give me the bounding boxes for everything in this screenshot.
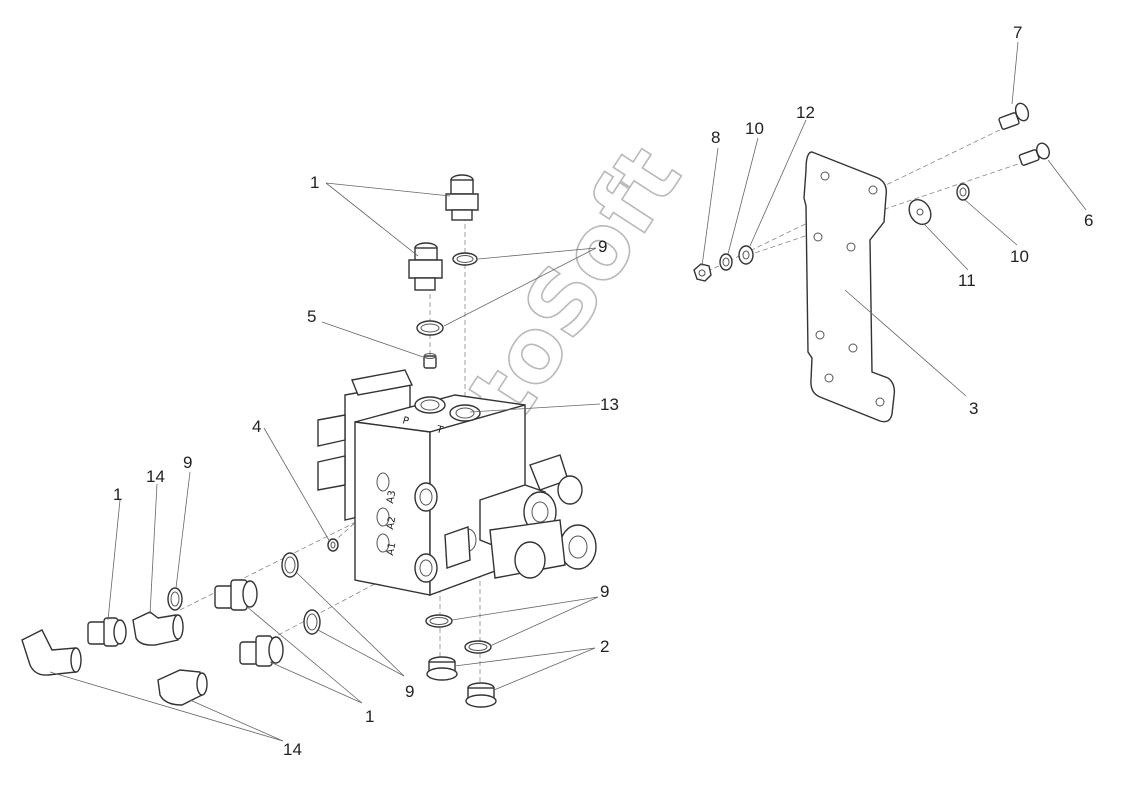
callout-5: 5 <box>307 307 316 326</box>
elbow-14-middle <box>132 611 184 646</box>
spring-washer-10-right <box>956 183 970 201</box>
callout-1-left: 1 <box>113 485 122 504</box>
hydraulic-valve-block: P T A1 A2 A3 <box>317 369 597 597</box>
callout-9-left: 9 <box>183 453 192 472</box>
port-label-p: P <box>401 415 410 427</box>
seal-ring-9-bottom <box>425 614 492 654</box>
callout-9-right: 9 <box>600 582 609 601</box>
port-label-a3: A3 <box>385 490 398 505</box>
check-valve-4 <box>327 538 339 552</box>
port-label-a1: A1 <box>385 542 398 557</box>
fitting-1-left <box>87 617 127 647</box>
mounting-bracket <box>803 151 896 423</box>
callout-1-top: 1 <box>310 173 319 192</box>
callout-10-right: 10 <box>1010 247 1029 266</box>
fitting-1-top-lower <box>408 242 443 291</box>
port-label-a2: A2 <box>385 516 398 531</box>
callout-8: 8 <box>711 128 720 147</box>
spool-assembly <box>444 454 597 579</box>
callout-12: 12 <box>796 103 815 122</box>
seal-ring-9-left <box>167 552 321 635</box>
bolt-6 <box>1018 142 1050 166</box>
fitting-1-middle <box>214 579 258 611</box>
callout-10-left: 10 <box>745 119 764 138</box>
callout-14-bottom: 14 <box>283 740 302 759</box>
callout-7: 7 <box>1013 23 1022 42</box>
callout-2: 2 <box>600 637 609 656</box>
nut-8 <box>693 263 712 282</box>
elbow-14-bottom <box>157 669 208 706</box>
callout-9-top: 9 <box>598 237 607 256</box>
fitting-1-bottom <box>239 635 284 667</box>
port-label-t: T <box>434 424 445 437</box>
callout-13: 13 <box>600 395 619 414</box>
bolt-7 <box>998 102 1030 130</box>
plug-2 <box>426 656 497 708</box>
washer-11 <box>908 198 932 226</box>
callout-9-mid: 9 <box>405 682 414 701</box>
washer-12 <box>738 245 754 265</box>
callout-1-bottom: 1 <box>365 707 374 726</box>
elbow-14-left <box>21 629 82 676</box>
callout-3: 3 <box>969 399 978 418</box>
callout-6: 6 <box>1084 211 1093 230</box>
leader-lines <box>49 41 1087 742</box>
callout-11: 11 <box>958 271 976 290</box>
plug-5 <box>423 353 437 369</box>
callout-14-left: 14 <box>146 467 165 486</box>
spring-washer-10-left <box>719 253 733 271</box>
callout-4: 4 <box>252 417 261 436</box>
fitting-1-top-upper <box>445 174 479 221</box>
callouts: 1 1 1 2 3 4 5 6 7 8 9 9 9 9 10 10 11 12 … <box>113 23 1093 759</box>
seal-ring-9-top <box>416 252 478 336</box>
